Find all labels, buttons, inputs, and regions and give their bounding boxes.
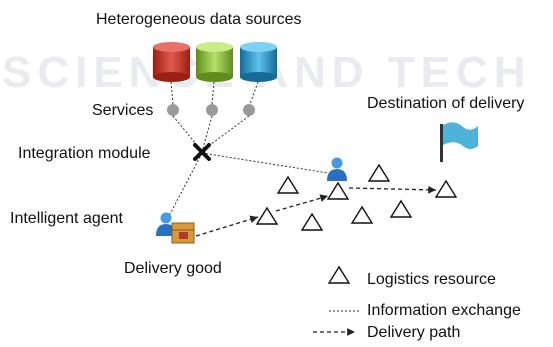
legend-label-path: Delivery path xyxy=(367,324,461,341)
resource-triangle xyxy=(389,199,413,218)
logistics-resources xyxy=(255,163,458,231)
service-node-2 xyxy=(206,104,218,116)
resource-triangle xyxy=(326,181,350,200)
agent-person-icon-center xyxy=(327,157,347,181)
legend-triangle-icon xyxy=(327,265,351,284)
resource-triangle xyxy=(350,205,374,224)
delivery-paths xyxy=(195,185,437,237)
resource-triangle xyxy=(255,206,279,225)
service-node-3 xyxy=(243,104,255,116)
label-intelligent-agent: Intelligent agent xyxy=(10,210,123,227)
label-data-sources: Heterogeneous data sources xyxy=(96,11,302,28)
package-icon xyxy=(171,222,195,244)
destination-triangle xyxy=(434,179,458,198)
resource-triangle xyxy=(276,175,300,194)
resource-triangle xyxy=(367,163,391,182)
database-red-icon xyxy=(153,42,190,82)
source-links xyxy=(170,81,259,105)
database-blue-icon xyxy=(240,42,277,82)
agent-person-icon xyxy=(156,212,176,236)
destination-flag-icon xyxy=(440,122,478,162)
label-integration-module: Integration module xyxy=(18,145,151,162)
label-delivery-good: Delivery good xyxy=(124,260,222,277)
database-green-icon xyxy=(196,42,233,82)
label-destination: Destination of delivery xyxy=(367,95,525,112)
legend-label-information: Information exchange xyxy=(367,302,521,319)
integration-module-icon xyxy=(193,143,211,161)
resource-triangle xyxy=(300,212,324,231)
service-node-1 xyxy=(167,104,179,116)
legend-label-resource: Logistics resource xyxy=(367,271,496,288)
label-services: Services xyxy=(92,102,154,119)
